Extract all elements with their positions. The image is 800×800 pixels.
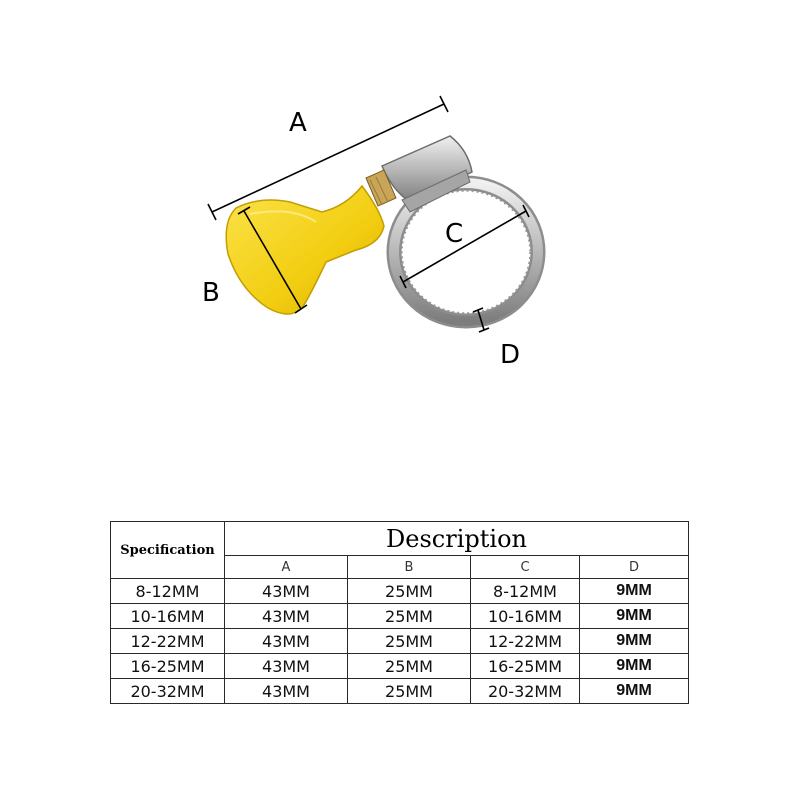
column-header-c: C: [470, 555, 580, 579]
cell-b: 25MM: [347, 603, 471, 629]
label-d: D: [500, 340, 520, 370]
dimension-c: C: [399, 204, 530, 289]
column-header-b: B: [347, 555, 471, 579]
column-header-a: A: [224, 555, 348, 579]
cell-c: 12-22MM: [470, 628, 580, 654]
hose-clamp-diagram: A B C D: [202, 95, 546, 370]
cell-spec: 12-22MM: [110, 628, 225, 654]
table-header-row: Specification Description: [110, 521, 690, 579]
table-row: 8-12MM 43MM 25MM 8-12MM 9MM: [110, 578, 690, 604]
cell-c: 10-16MM: [470, 603, 580, 629]
cell-spec: 20-32MM: [110, 678, 225, 704]
cell-d: 9MM: [578, 603, 690, 629]
cell-b: 25MM: [347, 653, 471, 679]
table-row: 12-22MM 43MM 25MM 12-22MM 9MM: [110, 628, 690, 654]
cell-d: 9MM: [578, 628, 690, 654]
cell-d: 9MM: [578, 653, 690, 679]
cell-a: 43MM: [224, 603, 348, 629]
clamp-housing: [381, 135, 473, 213]
cell-a: 43MM: [224, 653, 348, 679]
cell-d: 9MM: [578, 678, 690, 704]
dimension-b: B: [202, 206, 308, 314]
column-header-d: D: [578, 555, 690, 579]
label-a: A: [289, 108, 307, 138]
clamp-screw: [365, 169, 397, 207]
table-row: 20-32MM 43MM 25MM 20-32MM 9MM: [110, 678, 690, 704]
cell-a: 43MM: [224, 628, 348, 654]
label-b: B: [202, 278, 220, 308]
specification-header: Specification: [110, 521, 225, 579]
dimension-a: A: [207, 95, 449, 221]
dimension-d: D: [472, 307, 520, 370]
table-row: 10-16MM 43MM 25MM 10-16MM 9MM: [110, 603, 690, 629]
cell-c: 8-12MM: [470, 578, 580, 604]
cell-b: 25MM: [347, 678, 471, 704]
cell-d: 9MM: [578, 578, 690, 604]
cell-b: 25MM: [347, 578, 471, 604]
cell-a: 43MM: [224, 578, 348, 604]
cell-b: 25MM: [347, 628, 471, 654]
thumb-handle: [225, 184, 385, 315]
label-c: C: [445, 219, 463, 249]
cell-spec: 8-12MM: [110, 578, 225, 604]
table-row: 16-25MM 43MM 25MM 16-25MM 9MM: [110, 653, 690, 679]
description-header: Description: [223, 521, 690, 556]
cell-c: 16-25MM: [470, 653, 580, 679]
specification-table: Specification Description A B C D 8-12MM…: [110, 521, 690, 704]
cell-c: 20-32MM: [470, 678, 580, 704]
cell-spec: 10-16MM: [110, 603, 225, 629]
cell-a: 43MM: [224, 678, 348, 704]
cell-spec: 16-25MM: [110, 653, 225, 679]
